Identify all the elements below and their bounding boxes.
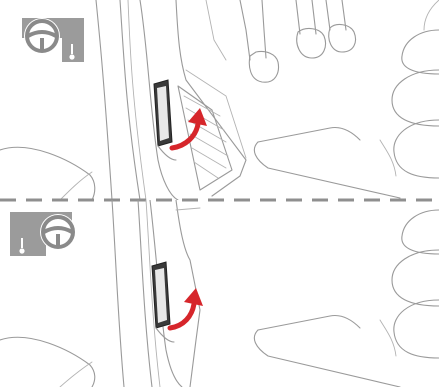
door-edge-line [128,0,146,200]
door-edge-line [96,0,112,200]
kick-panel-line [176,208,200,210]
pedal-cluster [206,0,356,82]
kick-panel-line [176,0,246,196]
floor-mat-line [258,316,360,331]
floor-mat-line [254,330,400,387]
door-trim-line [60,172,92,200]
steering-wheel-left-hand-drive-icon [22,18,84,62]
door-edge-line [120,0,140,200]
floor-mat-line [258,128,360,143]
panel-bottom-drawing [0,200,439,387]
panel-left-hand-drive [0,0,439,200]
panel-top-drawing [0,0,439,200]
door-edge-line [112,200,124,387]
door-trim-line [0,147,95,200]
floor-mat-line [254,142,400,198]
door-trim-line [60,362,92,387]
steering-wheel-right-hand-drive-icon [10,212,76,256]
door-trim-line [0,337,95,387]
release-bracket [178,86,232,190]
seat-outline [380,210,439,358]
door-edge-line [138,200,152,387]
seat-outline [380,0,439,178]
panel-right-hand-drive [0,200,439,387]
